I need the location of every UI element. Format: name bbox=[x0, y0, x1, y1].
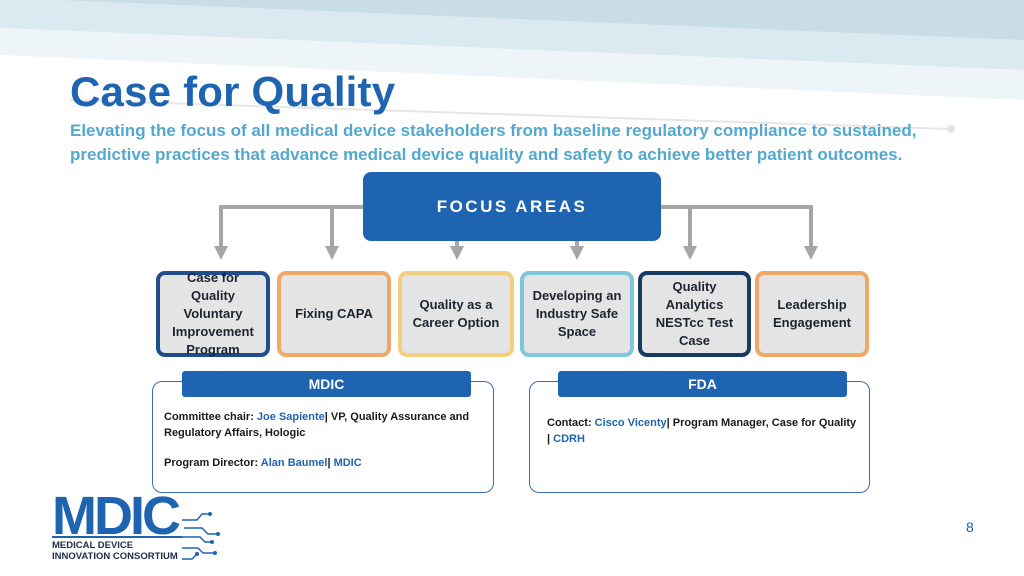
mdic-logo: MDIC MEDICAL DEVICE INNOVATION CONSORTIU… bbox=[52, 490, 220, 562]
page-number: 8 bbox=[966, 519, 974, 535]
director-name-link[interactable]: Alan Baumel bbox=[260, 457, 328, 469]
fda-contact-line: Contact: Cisco Vicenty| Program Manager,… bbox=[547, 417, 857, 445]
focus-areas-box: FOCUS AREAS bbox=[363, 172, 661, 241]
card-industry-safe-space: Developing an Industry Safe Space bbox=[520, 271, 634, 357]
svg-text:INNOVATION CONSORTIUM: INNOVATION CONSORTIUM bbox=[52, 551, 178, 562]
card-quality-career-option: Quality as a Career Option bbox=[398, 271, 514, 357]
card-leadership-engagement: Leadership Engagement bbox=[755, 271, 869, 357]
card-voluntary-improvement-program: Case for Quality Voluntary Improvement P… bbox=[156, 270, 270, 357]
chair-name-link[interactable]: Joe Sapiente bbox=[256, 411, 325, 423]
contact-org-link[interactable]: CDRH bbox=[553, 433, 585, 445]
contact-name-link[interactable]: Cisco Vicenty bbox=[594, 417, 667, 429]
focus-areas-label: FOCUS AREAS bbox=[436, 196, 588, 216]
director-org-link[interactable]: MDIC bbox=[333, 457, 362, 469]
mdic-header: MDIC bbox=[182, 371, 471, 397]
mdic-chair-line: Committee chair: Joe Sapiente| VP, Quali… bbox=[164, 411, 470, 439]
page-title: Case for Quality bbox=[70, 68, 396, 115]
card-fixing-capa: Fixing CAPA bbox=[277, 271, 391, 357]
card-quality-analytics: Quality Analytics NESTcc Test Case bbox=[638, 271, 751, 357]
fda-header: FDA bbox=[558, 371, 847, 397]
page-subtitle: Elevating the focus of all medical devic… bbox=[70, 121, 917, 164]
mdic-director-line: Program Director: Alan Baumel| MDIC bbox=[164, 457, 362, 469]
svg-text:MEDICAL DEVICE: MEDICAL DEVICE bbox=[52, 540, 133, 551]
